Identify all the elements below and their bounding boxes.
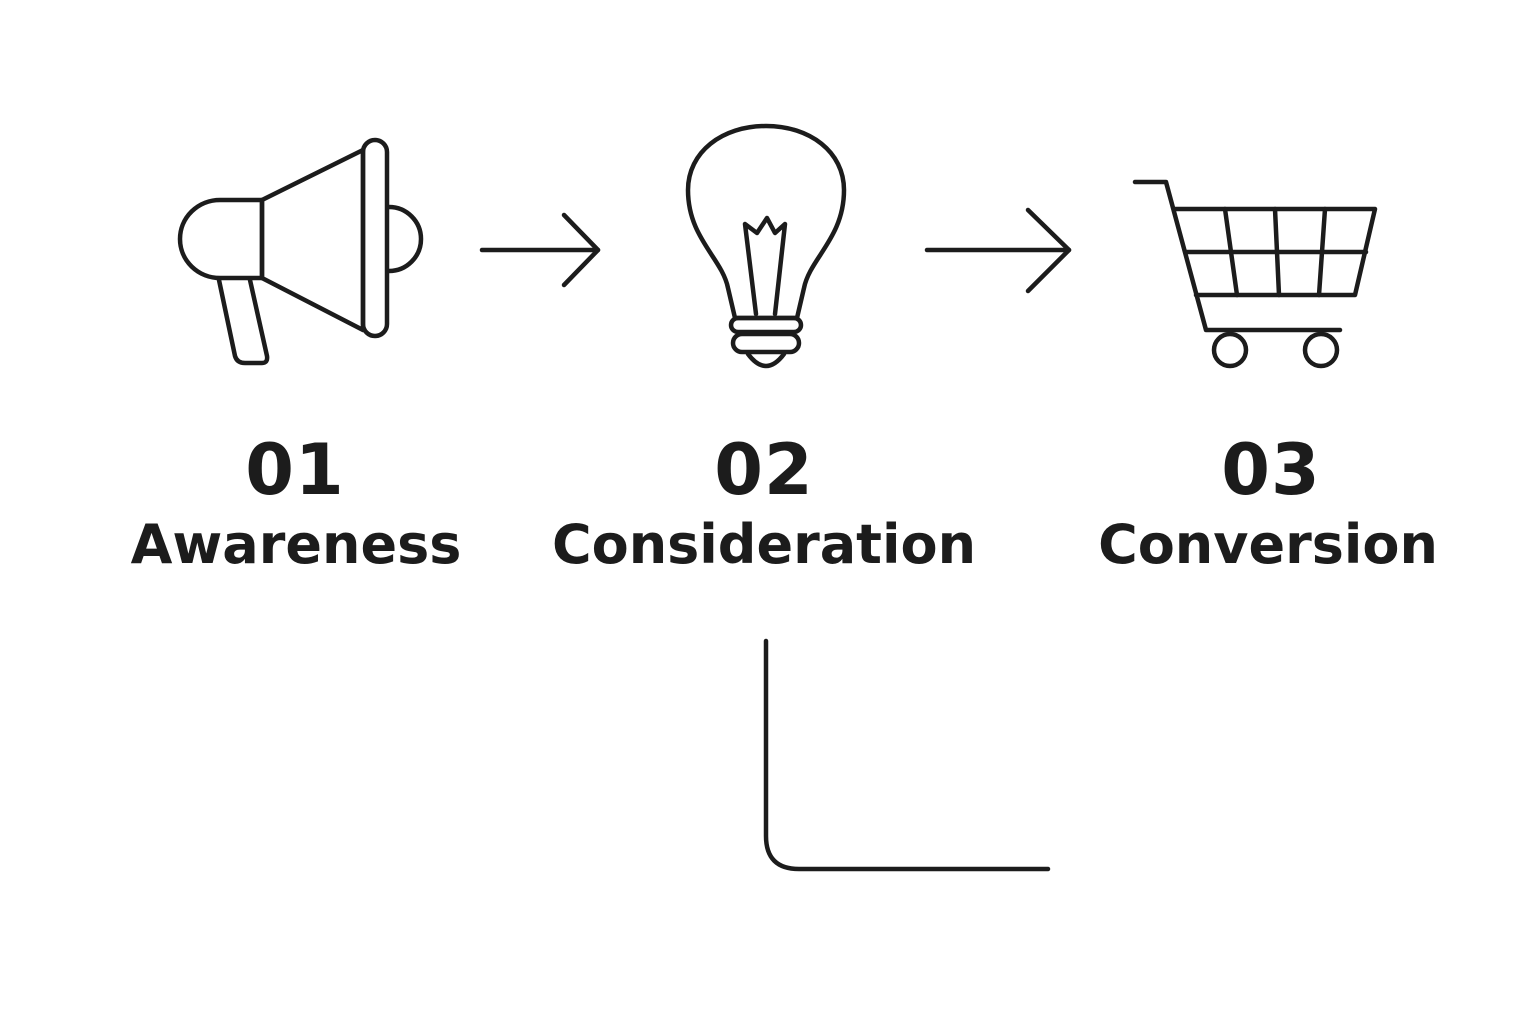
- megaphone-icon: [177, 137, 424, 366]
- step-number-awareness: 01: [245, 429, 345, 511]
- step-label-consideration: Consideration: [551, 513, 977, 576]
- lightbulb-icon: [685, 123, 847, 369]
- step-label-conversion: Conversion: [1098, 513, 1438, 576]
- arrow-right-icon: [479, 212, 601, 288]
- elbow-connector-line: [763, 638, 1051, 872]
- shopping-cart-icon: [1132, 179, 1378, 369]
- step-number-conversion: 03: [1221, 429, 1321, 511]
- step-label-awareness: Awareness: [130, 513, 462, 576]
- step-number-consideration: 02: [714, 429, 814, 511]
- arrow-right-icon: [924, 207, 1072, 294]
